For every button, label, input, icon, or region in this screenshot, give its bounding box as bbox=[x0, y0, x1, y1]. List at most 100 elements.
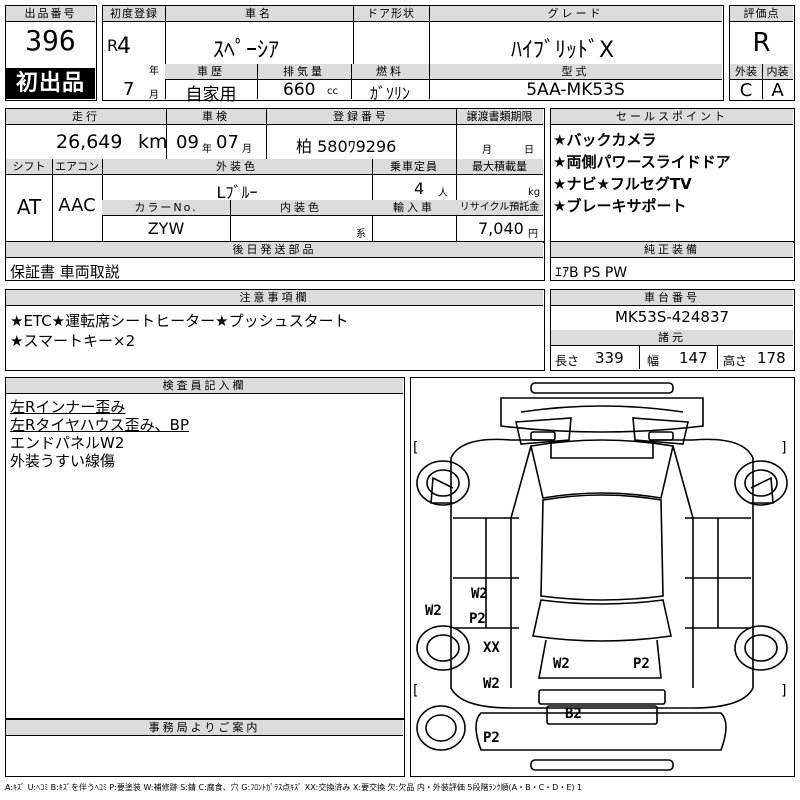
inspector-line-1: 左Rインナー歪み bbox=[10, 398, 126, 416]
inspector-box: 検査員記入欄 左Rインナー歪み 左Rタイヤハウス歪み、BP エンドパネルW2 外… bbox=[5, 377, 405, 719]
chassis-box: 車台番号 MK53S-424837 諸元 長さ 339 幅 147 高さ 178 bbox=[550, 289, 795, 371]
later-parts-value: 保証書 車両取説 bbox=[10, 263, 120, 281]
load-label: 最大積載量 bbox=[456, 159, 543, 175]
later-parts-label: 後日発送部品 bbox=[6, 242, 543, 258]
model-label: 型式 bbox=[429, 64, 722, 80]
disp-value: 660 bbox=[283, 80, 316, 100]
transfer-month-unit: 月 bbox=[482, 145, 492, 156]
legend: A:ｷｽﾞ U:ﾍｺﾐ B:ｷｽﾞを伴うﾍｺﾐ P:要塗装 W:補修跡 S:錆 … bbox=[5, 783, 583, 792]
mileage-unit: km bbox=[138, 131, 168, 153]
score-box: 評価点 R 外装 内装 C A bbox=[729, 5, 795, 101]
recycle-value: 7,040 bbox=[478, 219, 524, 238]
capacity-label: 乗車定員 bbox=[372, 159, 456, 175]
reg-month: 7 bbox=[123, 79, 135, 100]
grade-value: ﾊｲﾌﾞﾘｯﾄﾞX bbox=[511, 38, 615, 63]
disp-label: 排気量 bbox=[257, 64, 351, 80]
equipment-box: 純正装備 ｴｱB PS PW bbox=[550, 241, 795, 281]
inspection-label: 車検 bbox=[166, 109, 266, 125]
car-diagram-box: [ ] [ ] W2 P2 W2 XX W2 P2 W2 B2 P2 bbox=[410, 377, 795, 777]
office-label: 事務局よりご案内 bbox=[6, 720, 403, 736]
lot-label: 出品番号 bbox=[6, 6, 95, 22]
office-box: 事務局よりご案内 bbox=[5, 719, 405, 777]
score-value: R bbox=[752, 28, 771, 58]
mark-p2-rear-right: P2 bbox=[633, 656, 650, 672]
insp-month-unit: 月 bbox=[242, 144, 252, 155]
sales-point-2: ★両側パワースライドドア bbox=[553, 153, 731, 171]
mileage-label: 走行 bbox=[6, 109, 166, 125]
colorno-value: ZYW bbox=[147, 219, 185, 238]
carname-label: 車名 bbox=[165, 6, 353, 22]
history-value: 自家用 bbox=[185, 85, 237, 105]
int-label: 内装 bbox=[762, 64, 793, 80]
length-label: 長さ bbox=[555, 354, 580, 368]
insp-year-unit: 年 bbox=[202, 144, 212, 155]
sales-points-label: セールスポイント bbox=[551, 109, 793, 125]
sales-point-3: ★ナビ★フルセグTV bbox=[553, 175, 692, 193]
regno-label: 登録番号 bbox=[266, 109, 456, 125]
height-value: 178 bbox=[757, 349, 786, 367]
inspector-line-4: 外装うすい線傷 bbox=[10, 452, 116, 470]
recycle-label: リサイクル預託金 bbox=[456, 200, 543, 216]
colorno-label: カラーNo. bbox=[102, 200, 230, 216]
bracket-left-1: [ bbox=[413, 440, 419, 456]
chassis-value: MK53S-424837 bbox=[614, 308, 730, 326]
reg-year: 4 bbox=[117, 34, 131, 59]
equipment-label: 純正装備 bbox=[551, 242, 793, 258]
bracket-right-2: ] bbox=[781, 683, 787, 699]
mark-xx-left-rear: XX bbox=[483, 640, 500, 656]
model-value: 5AA-MK53S bbox=[526, 80, 625, 100]
notes-box: 注意事項欄 ★ETC★運転席シートヒーター★プッシュスタート ★スマートキー×2 bbox=[5, 289, 545, 371]
ext-label: 外装 bbox=[730, 64, 762, 80]
insp-year: 09 bbox=[176, 132, 199, 153]
equipment-value: ｴｱB PS PW bbox=[555, 265, 628, 281]
lot-number: 396 bbox=[25, 24, 76, 57]
month-unit: 月 bbox=[149, 90, 159, 101]
shift-value: AT bbox=[16, 195, 42, 219]
width-value: 147 bbox=[679, 349, 708, 367]
mark-b2-end-panel: B2 bbox=[565, 706, 582, 722]
regno-value: 柏 580ﾜ9296 bbox=[296, 137, 397, 156]
intcolor-unit: 系 bbox=[356, 229, 366, 240]
inspector-line-3: エンドパネルW2 bbox=[10, 434, 125, 452]
history-label: 車歴 bbox=[165, 64, 257, 80]
int-value: A bbox=[771, 80, 784, 101]
ac-label: エアコン bbox=[52, 159, 102, 175]
import-label: 輸入車 bbox=[372, 200, 456, 216]
lot-box: 出品番号 396 初出品 bbox=[5, 5, 97, 101]
intcolor-label: 内装色 bbox=[230, 200, 372, 216]
sales-points-box: セールスポイント ★バックカメラ ★両側パワースライドドア ★ナビ★フルセグTV… bbox=[550, 108, 795, 243]
details-box: 走行 車検 登録番号 譲渡書類期限 26,649 km 09 年 07 月 柏 … bbox=[5, 108, 545, 243]
notes-line-2: ★スマートキー×2 bbox=[10, 332, 136, 350]
width-label: 幅 bbox=[647, 354, 660, 368]
bracket-left-2: [ bbox=[413, 683, 419, 699]
capacity-value: 4 bbox=[414, 179, 425, 198]
mark-w2-left-door: W2 bbox=[471, 586, 488, 602]
mark-w2-left-side: W2 bbox=[425, 603, 442, 619]
transfer-label: 譲渡書類期限 bbox=[456, 109, 543, 125]
score-label: 評価点 bbox=[730, 6, 793, 22]
grade-label: グレード bbox=[429, 6, 722, 22]
disp-unit: cc bbox=[327, 86, 338, 97]
sales-point-4: ★ブレーキサポート bbox=[553, 197, 687, 215]
shift-label: シフト bbox=[6, 159, 52, 175]
door-label: ドア形状 bbox=[353, 6, 429, 22]
car-diagram-drawing bbox=[416, 382, 788, 771]
later-parts-box: 後日発送部品 保証書 車両取説 bbox=[5, 241, 545, 281]
inspector-line-2: 左Rタイヤハウス歪み、BP bbox=[10, 416, 190, 434]
recycle-unit: 円 bbox=[528, 229, 538, 240]
car-name: ｽﾍﾟｰｼｱ bbox=[213, 38, 280, 63]
era: R bbox=[107, 36, 119, 55]
fuel-label: 燃料 bbox=[351, 64, 429, 80]
ext-value: C bbox=[739, 80, 753, 101]
first-listing-badge: 初出品 bbox=[6, 68, 95, 99]
notes-line-1: ★ETC★運転席シートヒーター★プッシュスタート bbox=[10, 312, 349, 330]
transfer-day-unit: 日 bbox=[524, 145, 534, 156]
color-value: Lﾌﾞﾙｰ bbox=[216, 183, 258, 202]
mark-w2-rear-glass: W2 bbox=[553, 656, 570, 672]
mark-p2-rear-bumper: P2 bbox=[483, 730, 500, 746]
reg-label: 初度登録 bbox=[103, 6, 165, 22]
year-unit: 年 bbox=[149, 66, 159, 77]
mark-p2-left-door: P2 bbox=[469, 611, 486, 627]
sales-point-1: ★バックカメラ bbox=[553, 131, 657, 149]
mileage-value: 26,649 bbox=[56, 131, 123, 153]
